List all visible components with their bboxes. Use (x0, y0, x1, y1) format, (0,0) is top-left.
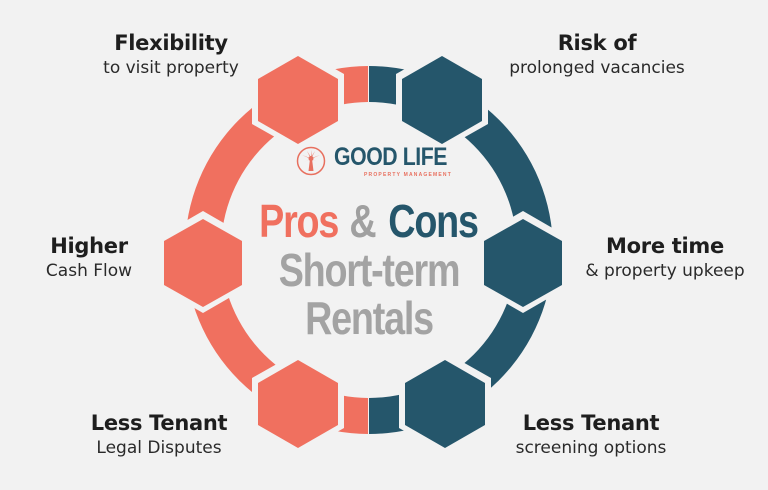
pro-heading: Higher (50, 234, 128, 258)
brand-name: GOOD LIFE (334, 143, 448, 171)
pros-ring-arc (185, 66, 368, 434)
palm-tree-icon (296, 146, 326, 176)
title-ampersand: & (349, 195, 377, 247)
con-heading: Less Tenant (522, 411, 660, 435)
con-label-upkeep: More time & property upkeep (585, 233, 744, 283)
hexagon-flexibility (258, 56, 338, 144)
title-cons: Cons (388, 195, 479, 247)
brand-tagline: PROPERTY MANAGEMENT (364, 172, 452, 178)
pro-detail: Legal Disputes (96, 438, 222, 458)
pro-label-flexibility: Flexibility to visit property (103, 30, 239, 80)
title-line3-text: Rentals (305, 292, 434, 344)
con-heading: Risk of (557, 31, 637, 55)
hexagon-more-time (484, 219, 562, 307)
con-detail: & property upkeep (585, 261, 745, 281)
con-heading: More time (606, 234, 724, 258)
brand-logo: GOOD LIFE PROPERTY MANAGEMENT (296, 141, 467, 181)
pro-heading: Less Tenant (90, 411, 228, 435)
title-short-term: Short-term (259, 246, 479, 294)
con-label-vacancies: Risk of prolonged vacancies (509, 30, 685, 80)
con-detail: screening options (515, 438, 667, 458)
pro-detail: Cash Flow (45, 261, 133, 281)
con-label-screening: Less Tenant screening options (516, 410, 667, 460)
pro-label-cash-flow: Higher Cash Flow (46, 233, 132, 283)
hexagon-higher-cash-flow (164, 219, 242, 307)
hexagon-legal-disputes (258, 360, 338, 448)
pro-label-legal-disputes: Less Tenant Legal Disputes (91, 410, 228, 460)
pro-heading: Flexibility (114, 31, 228, 55)
cons-ring-arc (369, 66, 553, 434)
con-detail: prolonged vacancies (509, 58, 685, 78)
title-rentals: Rentals (291, 294, 447, 342)
hexagon-risk-vacancies (402, 56, 482, 144)
title-pros-cons: Pros&Cons (251, 196, 488, 246)
hexagon-screening-options (405, 360, 485, 448)
title-line2-text: Short-term (278, 244, 461, 296)
pro-detail: to visit property (103, 58, 239, 78)
title-pros: Pros (259, 195, 339, 247)
